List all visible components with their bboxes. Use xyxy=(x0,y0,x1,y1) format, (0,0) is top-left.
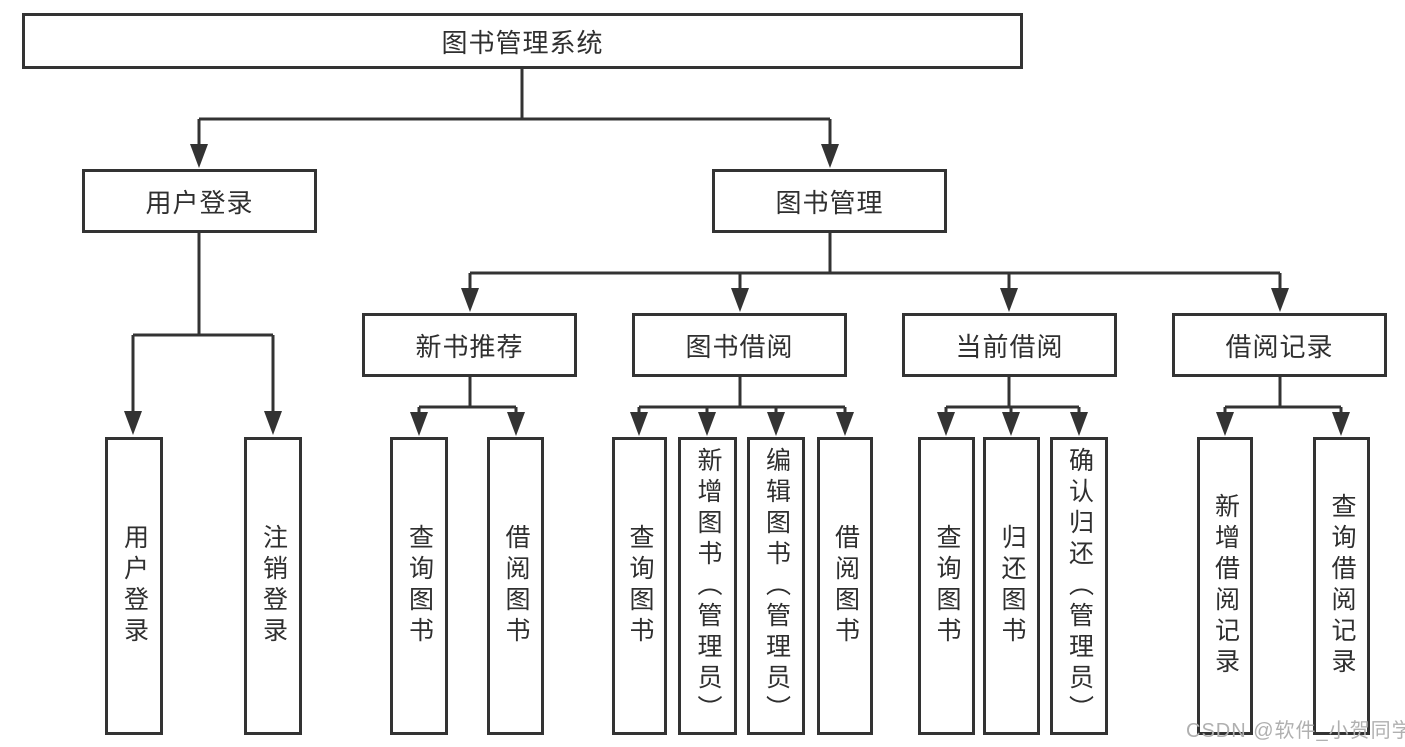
node-library-system: 图书管理系统 xyxy=(22,13,1023,69)
leaf-query-books-current: 查询图书 xyxy=(918,437,975,735)
leaf-add-borrow-record: 新增借阅记录 xyxy=(1197,437,1253,735)
leaf-query-books-recommend: 查询图书 xyxy=(390,437,448,735)
node-current-borrow: 当前借阅 xyxy=(902,313,1117,377)
leaf-query-borrow-record: 查询借阅记录 xyxy=(1313,437,1370,735)
leaf-user-login: 用户登录 xyxy=(105,437,163,735)
leaf-confirm-return-admin: 确认归还（管理员） xyxy=(1050,437,1108,735)
watermark: CSDN @软件_小贺同学 xyxy=(1186,720,1405,742)
leaf-logout: 注销登录 xyxy=(244,437,302,735)
node-user-login: 用户登录 xyxy=(82,169,317,233)
leaf-return-book: 归还图书 xyxy=(983,437,1040,735)
leaf-edit-book-admin: 编辑图书（管理员） xyxy=(747,437,805,735)
node-new-book-recommend: 新书推荐 xyxy=(362,313,577,377)
leaf-borrow-books-recommend: 借阅图书 xyxy=(487,437,544,735)
node-book-borrow: 图书借阅 xyxy=(632,313,847,377)
leaf-add-book-admin: 新增图书（管理员） xyxy=(678,437,737,735)
node-book-management: 图书管理 xyxy=(712,169,947,233)
leaf-borrow-books-borrow: 借阅图书 xyxy=(817,437,873,735)
leaf-query-books-borrow: 查询图书 xyxy=(612,437,667,735)
node-borrow-records: 借阅记录 xyxy=(1172,313,1387,377)
